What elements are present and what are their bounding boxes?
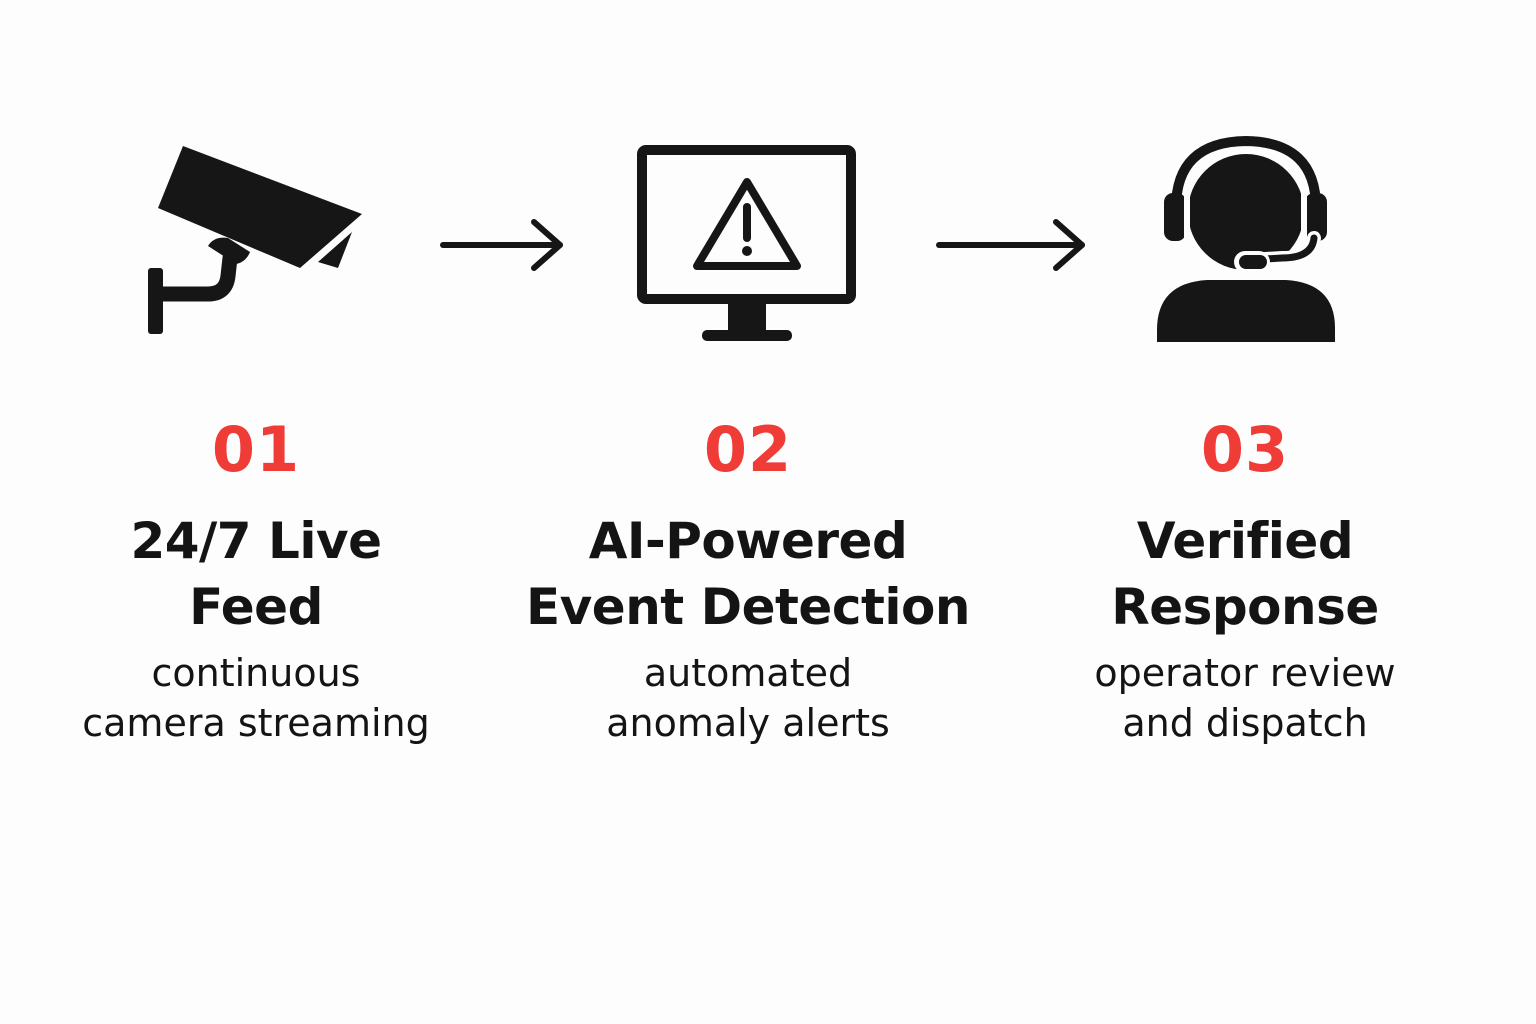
- step-number: 02: [703, 413, 793, 486]
- step-title-line: Response: [1111, 578, 1379, 636]
- step-number: 03: [1200, 413, 1290, 486]
- arrow-right-icon: [440, 219, 563, 271]
- step-description-line: continuous: [151, 651, 361, 695]
- step-description-line: anomaly alerts: [606, 701, 890, 745]
- step-description: continuous camera streaming: [26, 648, 486, 748]
- step-title: AI-Powered Event Detection: [518, 508, 978, 640]
- step-description-line: and dispatch: [1122, 701, 1368, 745]
- step-description-line: operator review: [1094, 651, 1396, 695]
- step-description-line: camera streaming: [82, 701, 430, 745]
- operator-headset-icon: [1157, 135, 1336, 342]
- step-description: automated anomaly alerts: [518, 648, 978, 748]
- step-title-line: Event Detection: [526, 578, 970, 636]
- step-title: Verified Response: [1015, 508, 1475, 640]
- step-description-line: automated: [643, 651, 853, 695]
- security-camera-icon: [148, 146, 362, 334]
- step-number: 01: [211, 413, 301, 486]
- monitor-warning-icon: [637, 145, 856, 341]
- step-3: 03 Verified Response operator review and…: [1015, 412, 1475, 748]
- step-2: 02 AI-Powered Event Detection automated …: [518, 412, 978, 748]
- step-title-line: 24/7 Live: [130, 512, 382, 570]
- step-title-line: AI-Powered: [588, 512, 908, 570]
- step-title: 24/7 Live Feed: [26, 508, 486, 640]
- arrow-right-icon: [936, 219, 1085, 271]
- step-1: 01 24/7 Live Feed continuous camera stre…: [26, 412, 486, 748]
- step-title-line: Verified: [1136, 512, 1354, 570]
- step-title-line: Feed: [189, 578, 323, 636]
- step-description: operator review and dispatch: [1015, 648, 1475, 748]
